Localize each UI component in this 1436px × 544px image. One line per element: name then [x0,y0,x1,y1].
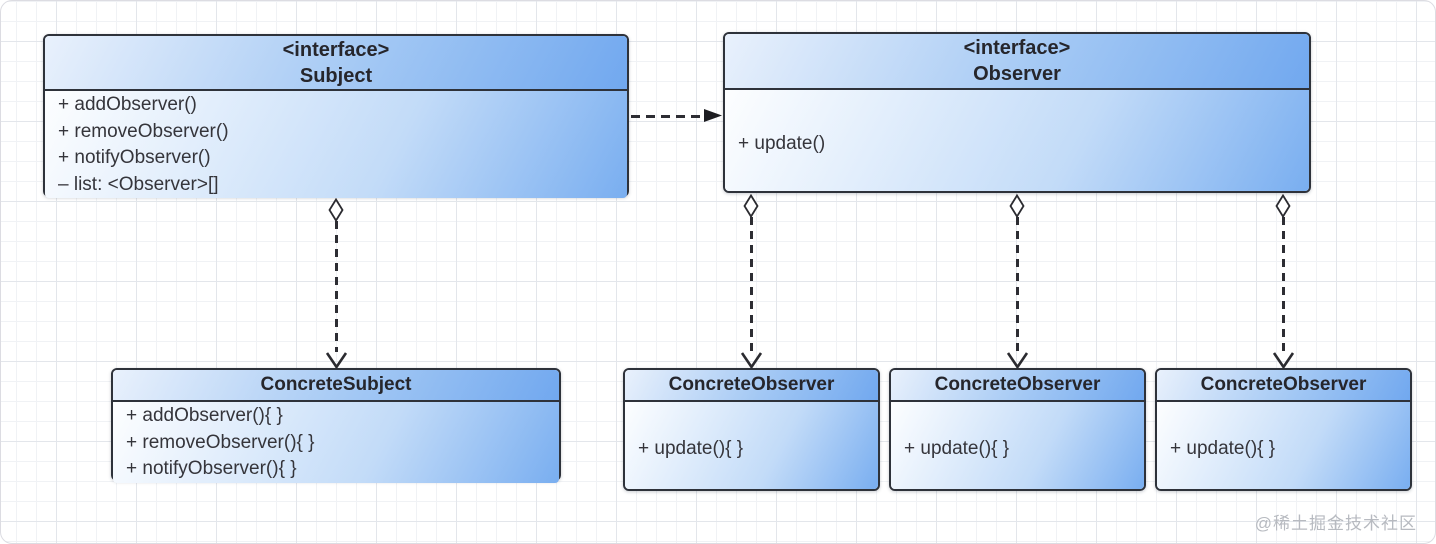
class-member: + removeObserver() [58,120,229,142]
connector-observer-to-concrete-observer-1-line [750,217,753,352]
class-header: ConcreteObserver [1157,370,1410,402]
open-diamond-icon [328,198,344,222]
class-name: ConcreteObserver [1200,374,1367,395]
class-members: + addObserver(){ } + removeObserver(){ }… [113,402,559,483]
class-name: ConcreteSubject [260,374,412,395]
connector-observer-to-concrete-observer-3-line [1282,217,1285,352]
open-arrowhead-down-icon [1006,352,1029,369]
class-stereotype: <interface> [963,37,1071,59]
class-name: Observer [973,63,1061,85]
open-diamond-icon [1275,194,1291,218]
class-member: + update(){ } [638,438,744,460]
class-header: ConcreteObserver [625,370,878,402]
connector-observer-to-concrete-observer-2-line [1016,217,1019,352]
class-member: + addObserver(){ } [126,405,283,426]
connector-subject-to-concrete-subject-line [335,221,338,352]
class-member: + update(){ } [904,438,1010,460]
class-header: ConcreteSubject [113,370,559,402]
class-member: – list: <Observer>[] [58,173,219,195]
connector-subject-to-observer-line [631,115,703,118]
open-arrowhead-down-icon [740,352,763,369]
open-arrowhead-down-icon [1272,352,1295,369]
class-box-concrete-observer-2: ConcreteObserver + update(){ } [889,368,1146,491]
open-diamond-icon [743,194,759,218]
class-member: + removeObserver(){ } [126,431,315,453]
open-diamond-icon [1009,194,1025,218]
class-box-concrete-subject: ConcreteSubject + addObserver(){ } + rem… [111,368,561,483]
class-members: + update() [725,90,1309,191]
class-members: + update(){ } [891,402,1144,489]
class-box-subject: <interface> Subject + addObserver() + re… [43,34,629,198]
class-box-observer: <interface> Observer + update() [723,32,1311,193]
class-stereotype: <interface> [282,38,390,61]
class-member: + update(){ } [1170,438,1276,460]
class-name: ConcreteObserver [934,374,1101,395]
class-header: <interface> Subject [45,36,627,91]
class-header: <interface> Observer [725,34,1309,90]
class-member: + notifyObserver(){ } [126,458,297,479]
class-member: + update() [738,133,826,155]
class-members: + update(){ } [1157,402,1410,489]
class-box-concrete-observer-1: ConcreteObserver + update(){ } [623,368,880,491]
class-name: ConcreteObserver [668,374,835,395]
class-name: Subject [299,64,373,87]
watermark: @稀土掘金技术社区 [1254,514,1417,533]
open-arrowhead-down-icon [325,352,348,369]
class-members: + update(){ } [625,402,878,489]
class-box-concrete-observer-3: ConcreteObserver + update(){ } [1155,368,1412,491]
class-header: ConcreteObserver [891,370,1144,402]
filled-arrowhead-right-icon [704,109,722,122]
class-member: + notifyObserver() [58,147,211,168]
class-member: + addObserver() [58,94,197,115]
class-members: + addObserver() + removeObserver() + not… [45,91,627,198]
